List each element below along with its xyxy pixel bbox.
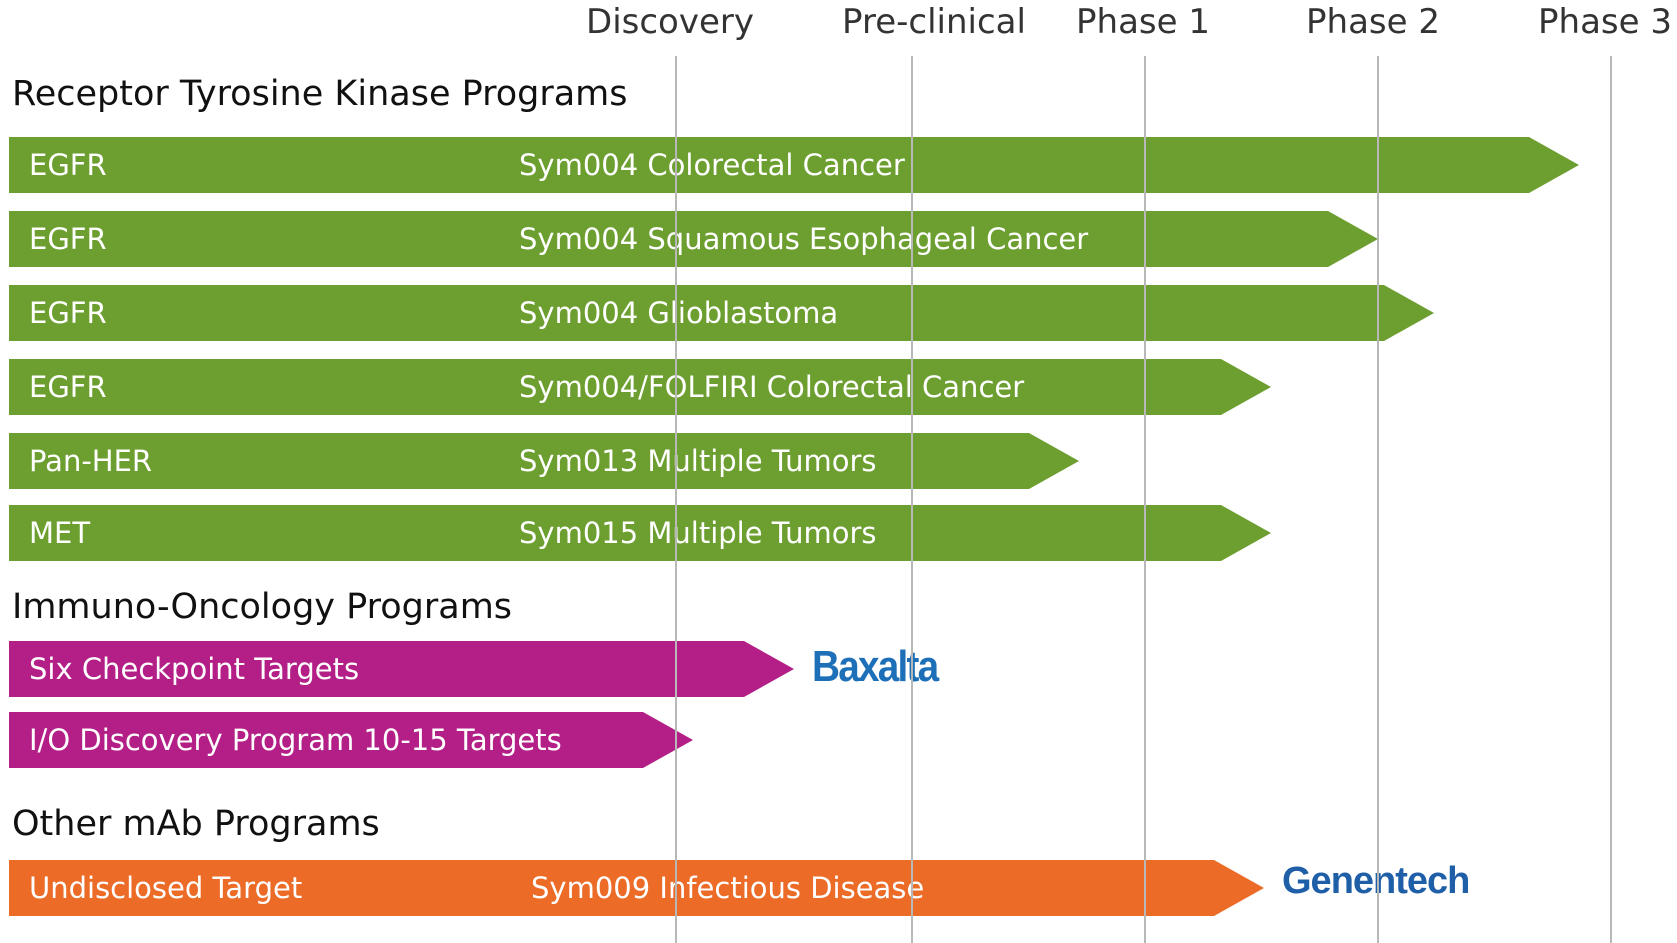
program-name: Sym004/FOLFIRI Colorectal Cancer xyxy=(519,370,1025,404)
section-title-rtk: Receptor Tyrosine Kinase Programs xyxy=(12,74,628,114)
gridline-preclinical xyxy=(911,56,913,943)
program-bar: Pan-HER Sym013 Multiple Tumors xyxy=(9,433,1079,489)
program-bar: EGFR Sym004 Squamous Esophageal Cancer xyxy=(9,211,1378,267)
program-target: EGFR xyxy=(29,222,107,256)
phase-label-phase-1: Phase 1 xyxy=(1076,2,1210,42)
program-target: Pan-HER xyxy=(29,444,153,478)
phase-label-phase-3: Phase 3 xyxy=(1538,2,1672,42)
section-title-io: Immuno-Oncology Programs xyxy=(12,587,513,627)
program-bar: MET Sym015 Multiple Tumors xyxy=(9,505,1271,561)
program-bar: EGFR Sym004 Colorectal Cancer xyxy=(9,137,1579,193)
phase-label-phase-2: Phase 2 xyxy=(1306,2,1440,42)
section-title-other: Other mAb Programs xyxy=(12,804,380,844)
program-name: Sym004 Squamous Esophageal Cancer xyxy=(519,222,1089,256)
phase-label-discovery: Discovery xyxy=(586,2,754,42)
program-name: Sym015 Multiple Tumors xyxy=(519,516,877,550)
gridline-discovery xyxy=(675,56,677,943)
genentech-logo: Genentech xyxy=(1282,860,1470,902)
program-name: Sym009 Infectious Disease xyxy=(531,871,925,905)
program-target: Six Checkpoint Targets xyxy=(29,652,360,686)
phase-label-preclinical: Pre-clinical xyxy=(842,2,1026,42)
gridline-phase-3 xyxy=(1610,56,1612,943)
gridline-phase-1 xyxy=(1144,56,1146,943)
program-target: EGFR xyxy=(29,370,107,404)
baxalta-logo: Baxalta xyxy=(812,642,939,691)
program-target: EGFR xyxy=(29,148,107,182)
program-target: Undisclosed Target xyxy=(29,871,303,905)
gridline-phase-2 xyxy=(1377,56,1379,943)
program-bar: Six Checkpoint Targets xyxy=(9,641,794,697)
program-bar: I/O Discovery Program 10-15 Targets xyxy=(9,712,693,768)
program-bar: EGFR Sym004/FOLFIRI Colorectal Cancer xyxy=(9,359,1271,415)
program-target: MET xyxy=(29,516,91,550)
program-target: I/O Discovery Program 10-15 Targets xyxy=(29,723,562,757)
program-name: Sym004 Colorectal Cancer xyxy=(519,148,905,182)
program-name: Sym013 Multiple Tumors xyxy=(519,444,877,478)
program-target: EGFR xyxy=(29,296,107,330)
program-name: Sym004 Glioblastoma xyxy=(519,296,839,330)
program-bar: Undisclosed Target Sym009 Infectious Dis… xyxy=(9,860,1264,916)
program-bar: EGFR Sym004 Glioblastoma xyxy=(9,285,1434,341)
